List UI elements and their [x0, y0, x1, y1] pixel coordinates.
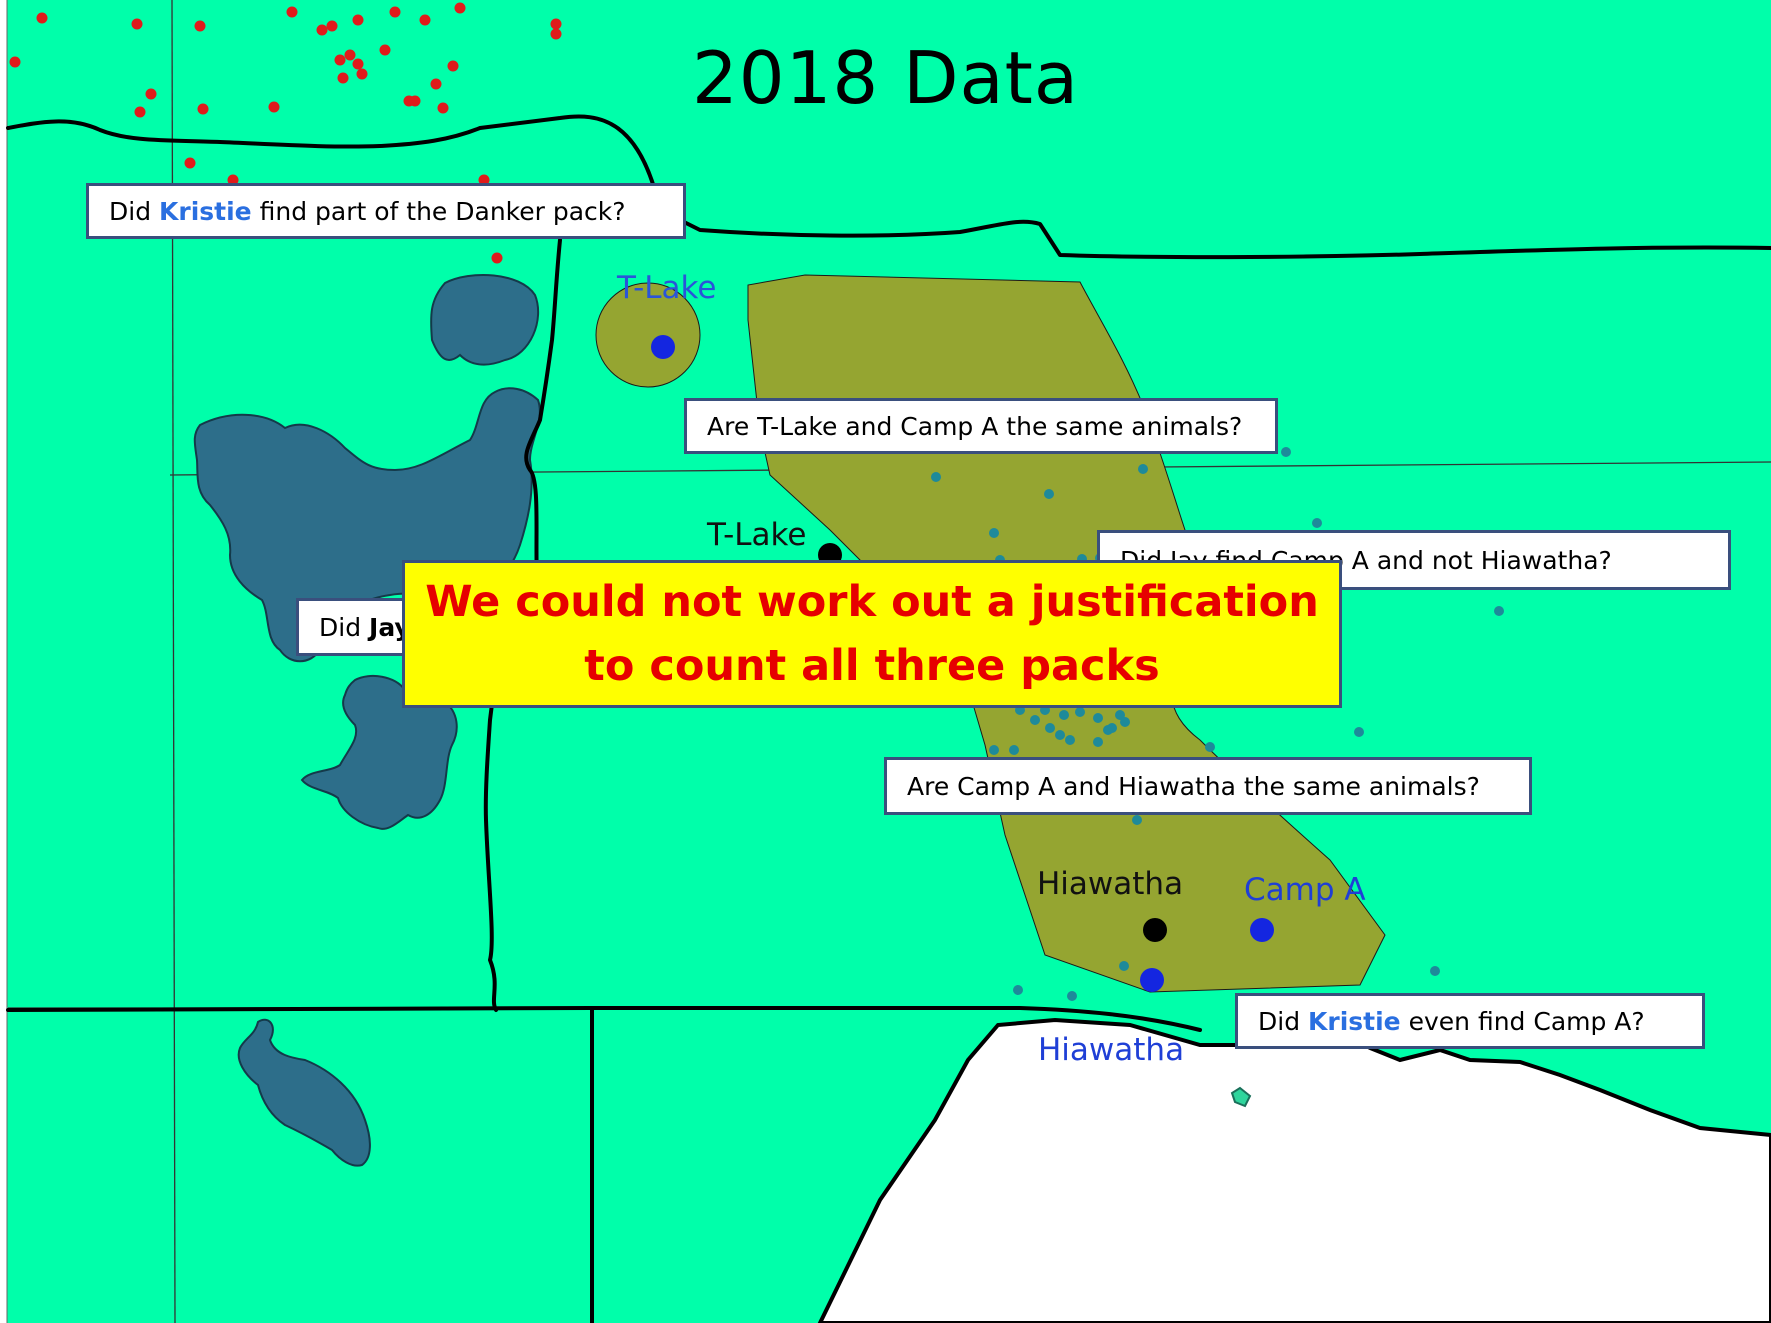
callout-text: Are Camp A and Hiawatha the same animals… — [907, 771, 1480, 801]
red-gps-point — [419, 14, 431, 26]
red-gps-points — [9, 2, 562, 264]
teal-gps-point — [1494, 606, 1504, 616]
teal-gps-point — [1281, 447, 1291, 457]
red-gps-point — [316, 24, 328, 36]
teal-gps-point — [1093, 713, 1103, 723]
teal-gps-point — [1059, 710, 1069, 720]
hiawatha-black-point — [1143, 918, 1167, 942]
red-gps-point — [286, 6, 298, 18]
callout-text-pre: Did — [319, 612, 370, 642]
red-gps-point — [356, 68, 368, 80]
teal-gps-point — [1075, 707, 1085, 717]
red-gps-point — [145, 88, 157, 100]
red-gps-point — [550, 28, 562, 40]
banner-line-2: to count all three packs — [584, 641, 1160, 691]
teal-gps-point — [1044, 489, 1054, 499]
teal-gps-point — [931, 472, 941, 482]
red-gps-point — [337, 72, 349, 84]
teal-gps-point — [1013, 985, 1023, 995]
callout-text-post: even find Camp A? — [1400, 1006, 1645, 1036]
camp-a-blue-point — [1250, 918, 1274, 942]
callout-kristie-campa: Did Kristie even find Camp A? — [1235, 993, 1705, 1049]
red-gps-point — [437, 102, 449, 114]
red-gps-point — [379, 44, 391, 56]
red-gps-point — [352, 14, 364, 26]
teal-gps-point — [1115, 710, 1125, 720]
red-gps-point — [344, 49, 356, 61]
teal-gps-point — [1030, 715, 1040, 725]
left-margin — [0, 0, 7, 1323]
red-gps-point — [454, 2, 466, 14]
teal-gps-point — [1119, 961, 1129, 971]
hiawatha-blue-point — [1140, 968, 1164, 992]
red-gps-point — [184, 157, 196, 169]
red-gps-point — [478, 174, 490, 186]
callout-text-post: mp A and not Hiawatha? — [1303, 545, 1612, 575]
red-gps-point — [9, 56, 21, 68]
teal-gps-point — [1009, 745, 1019, 755]
teal-gps-point — [1093, 737, 1103, 747]
teal-gps-point — [1120, 717, 1130, 727]
lake-north — [430, 274, 540, 366]
teal-gps-point — [1045, 723, 1055, 733]
red-gps-point — [430, 78, 442, 90]
red-gps-point — [227, 174, 239, 186]
red-gps-point — [194, 20, 206, 32]
red-gps-point — [131, 18, 143, 30]
red-gps-point — [36, 12, 48, 24]
red-gps-point — [447, 60, 459, 72]
red-gps-point — [491, 252, 503, 264]
red-gps-point — [268, 101, 280, 113]
callout-text-pre: Did — [1258, 1006, 1309, 1036]
teal-gps-point — [1354, 727, 1364, 737]
conclusion-banner: We could not work out a justification to… — [402, 560, 1342, 708]
teal-gps-point — [1430, 966, 1440, 976]
tlake-top-blue-point — [651, 335, 675, 359]
teal-gps-point — [1132, 815, 1142, 825]
slide-title: 2018 Data — [691, 36, 1080, 120]
hiawatha-blue-label: Hiawatha — [1038, 1032, 1185, 1068]
callout-kristie-danker: Did Kristie find part of the Danker pack… — [86, 183, 686, 239]
red-gps-point — [334, 54, 346, 66]
teal-gps-point — [1312, 518, 1322, 528]
red-gps-point — [326, 20, 338, 32]
camp-a-label: Camp A — [1244, 872, 1366, 908]
callout-text-pre: Did — [109, 196, 160, 226]
callout-tlake-campa-same: Are T-Lake and Camp A the same animals? — [684, 398, 1278, 454]
teal-gps-point — [989, 528, 999, 538]
tlake-top-label: T-Lake — [617, 270, 717, 306]
teal-gps-point — [1055, 730, 1065, 740]
teal-gps-point — [1107, 723, 1117, 733]
red-gps-point — [550, 18, 562, 30]
red-gps-point — [352, 58, 364, 70]
teal-gps-point — [989, 745, 999, 755]
red-gps-point — [134, 106, 146, 118]
callout-text-post: find part of the Danker pack? — [251, 196, 626, 226]
red-gps-point — [409, 95, 421, 107]
teal-gps-point — [1065, 735, 1075, 745]
teal-gps-point — [1205, 742, 1215, 752]
small-island — [1230, 1086, 1252, 1108]
callout-text: Are T-Lake and Camp A the same animals? — [707, 411, 1243, 441]
teal-gps-point — [1138, 464, 1148, 474]
callout-name-kristie: Kristie — [1308, 1006, 1401, 1036]
tlake-2018-territory — [595, 282, 701, 388]
red-gps-point — [389, 6, 401, 18]
hiawatha-black-label: Hiawatha — [1037, 866, 1184, 902]
teal-gps-point — [1067, 991, 1077, 1001]
red-gps-point — [197, 103, 209, 115]
callout-name-kristie: Kristie — [159, 196, 252, 226]
lake-southwest — [237, 1018, 371, 1167]
tlake-mid-label: T-Lake — [707, 517, 807, 553]
callout-campa-hiawatha-same: Are Camp A and Hiawatha the same animals… — [884, 757, 1532, 815]
banner-line-1: We could not work out a justification — [425, 577, 1319, 627]
